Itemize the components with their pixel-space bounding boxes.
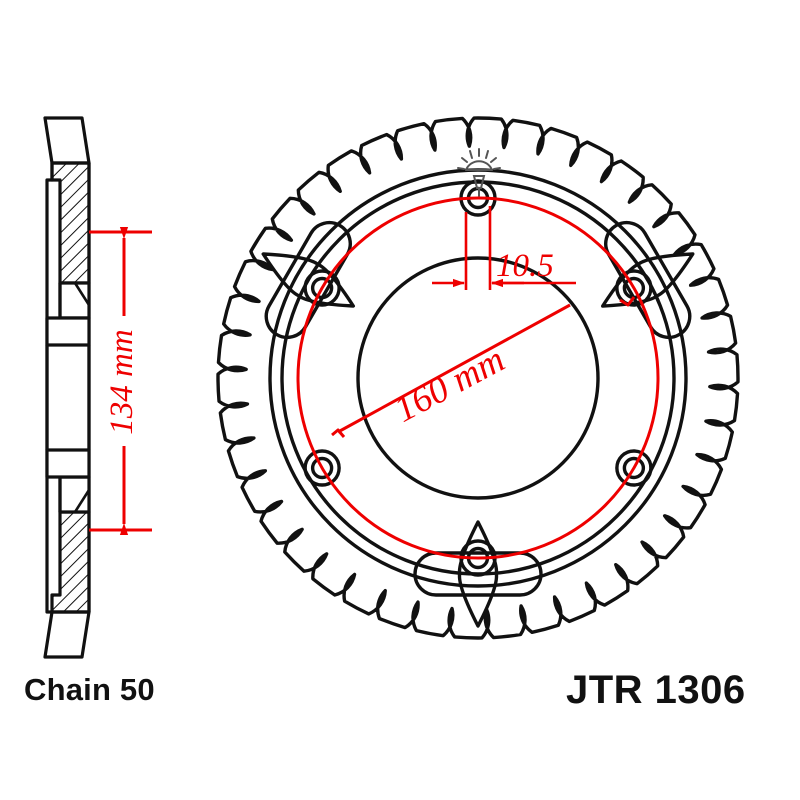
dimension-160mm: [296, 196, 660, 560]
bolt-hole-outer: [303, 449, 341, 487]
leaf-slot-cutout: [261, 252, 355, 308]
bolt-hole-outer: [615, 449, 653, 487]
leaf-slots: [261, 252, 695, 628]
dimension-text-10p5: 10.5: [496, 248, 554, 284]
oval-cutouts: [264, 220, 692, 597]
bolt-hole-inner: [310, 276, 334, 300]
bolt-hole-outer: [615, 269, 653, 307]
dimension-10p5: [432, 206, 576, 290]
dimension-text-160mm: 160 mm: [388, 339, 512, 431]
surface-finish-sun-icon: [457, 148, 501, 197]
side-step-upper: [45, 316, 91, 347]
side-chamfer-upper: [73, 282, 91, 306]
face-view: [216, 116, 740, 640]
dimension-text-134mm: 134 mm: [104, 329, 140, 434]
part-number-label: JTR 1306: [566, 668, 746, 712]
oval-lightening-cutout: [604, 220, 692, 340]
side-hatch-upper: [50, 161, 91, 285]
bolt-hole-inner: [310, 456, 334, 480]
bolt-hole-inner: [622, 456, 646, 480]
side-step-lower: [45, 448, 91, 479]
side-hatch-lower: [50, 510, 91, 614]
pcd-arrow-right: [619, 296, 636, 307]
center-bore-circle: [356, 256, 600, 500]
side-chamfer-lower: [73, 489, 91, 513]
leaf-slot-cutout: [457, 520, 499, 628]
dimension-134mm: [89, 227, 152, 535]
side-tooth-bottom: [43, 610, 91, 659]
leaf-slot-cutout: [601, 252, 695, 308]
oval-lightening-cutout: [413, 551, 543, 597]
bolt-hole-outer: [303, 269, 341, 307]
bolt-circle-pcd: [296, 196, 660, 560]
chain-size-label: Chain 50: [24, 672, 155, 707]
side-tooth-top: [43, 116, 91, 165]
oval-lightening-cutout: [264, 220, 352, 340]
pcd-leader-line: [337, 303, 571, 434]
side-section-view: [43, 116, 91, 659]
pcd-arrow-left: [331, 428, 346, 438]
